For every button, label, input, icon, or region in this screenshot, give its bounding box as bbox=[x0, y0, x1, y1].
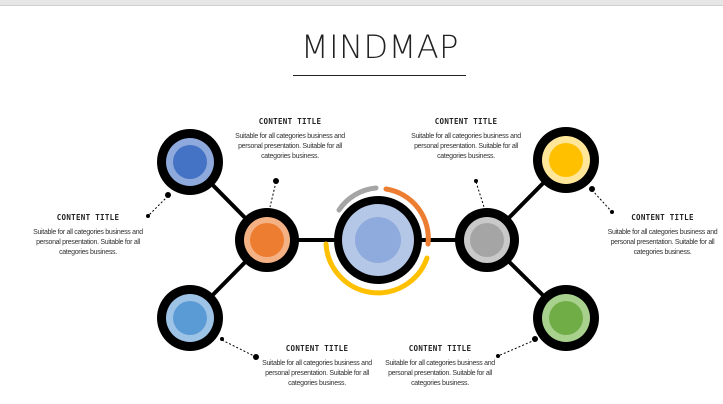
content-title: CONTENT TITLE bbox=[258, 117, 322, 126]
pointer-dot bbox=[165, 192, 171, 198]
content-body: Suitable for all categories business and… bbox=[235, 133, 345, 160]
pointer-dot bbox=[532, 336, 538, 342]
label-bottom-right-center: CONTENT TITLE Suitable for all categorie… bbox=[379, 344, 501, 389]
pointer-dot bbox=[610, 210, 614, 214]
center-node bbox=[334, 196, 422, 284]
center-arc-gray bbox=[336, 185, 379, 213]
node-orange bbox=[235, 208, 299, 272]
node-gray bbox=[455, 208, 519, 272]
node-sky-blue bbox=[157, 285, 223, 351]
center-arc-yellow bbox=[323, 241, 430, 296]
content-title: CONTENT TITLE bbox=[434, 117, 498, 126]
content-body: Suitable for all categories business and… bbox=[411, 133, 521, 160]
content-body: Suitable for all categories business and… bbox=[262, 360, 372, 387]
pointer-dot bbox=[253, 354, 259, 360]
label-top-right-center: CONTENT TITLE Suitable for all categorie… bbox=[406, 117, 526, 162]
pointer-line-a bbox=[269, 181, 277, 208]
content-title: CONTENT TITLE bbox=[408, 344, 472, 353]
content-body: Suitable for all categories business and… bbox=[385, 360, 495, 387]
content-body: Suitable for all categories business and… bbox=[33, 229, 143, 256]
node-blue bbox=[157, 129, 223, 195]
window-top-edge bbox=[0, 0, 723, 6]
center-arc-orange bbox=[383, 186, 431, 247]
content-title: CONTENT TITLE bbox=[56, 213, 120, 222]
pointer-line-d bbox=[475, 181, 485, 208]
pointer-dot bbox=[220, 337, 224, 341]
pointer-line-f bbox=[497, 339, 536, 357]
content-body: Suitable for all categories business and… bbox=[607, 229, 718, 256]
pointer-dot bbox=[589, 186, 595, 192]
pointer-line-c bbox=[221, 339, 257, 358]
label-right: CONTENT TITLE Suitable for all categorie… bbox=[602, 213, 723, 258]
pointer-dot bbox=[146, 214, 150, 218]
pointer-line-b bbox=[147, 195, 169, 217]
page-title: MINDMAP bbox=[301, 28, 459, 66]
title-underline bbox=[293, 75, 466, 76]
pointer-line-e bbox=[591, 189, 613, 213]
label-top-left-center: CONTENT TITLE Suitable for all categorie… bbox=[230, 117, 350, 162]
pointer-dot bbox=[273, 178, 279, 184]
label-left: CONTENT TITLE Suitable for all categorie… bbox=[26, 213, 150, 258]
label-bottom-left-center: CONTENT TITLE Suitable for all categorie… bbox=[256, 344, 378, 389]
node-green bbox=[533, 285, 599, 351]
content-title: CONTENT TITLE bbox=[631, 213, 694, 222]
content-title: CONTENT TITLE bbox=[285, 344, 349, 353]
pointer-dot bbox=[474, 179, 478, 183]
pointer-dot bbox=[496, 354, 500, 358]
node-yellow bbox=[533, 127, 599, 193]
